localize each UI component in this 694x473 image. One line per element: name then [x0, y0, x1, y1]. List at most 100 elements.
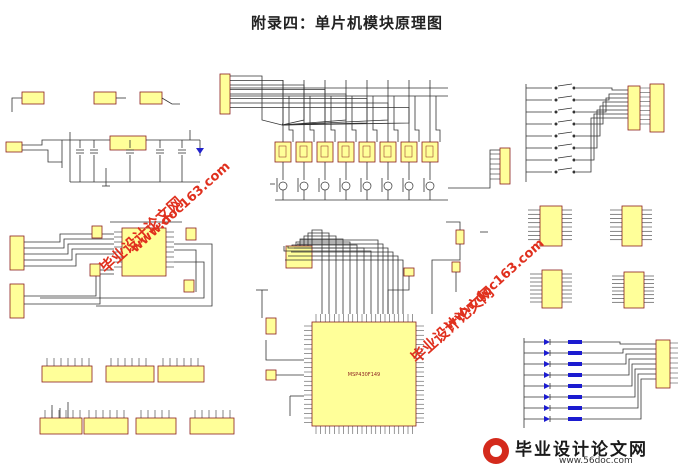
wire: [557, 95, 573, 99]
wire: [414, 96, 420, 142]
wire: [387, 276, 410, 314]
segment-glyph: [341, 145, 350, 158]
connector: [499, 147, 511, 185]
seven-segment-display: [421, 141, 439, 163]
resistor: [568, 351, 582, 355]
crystal: [265, 369, 277, 381]
wire: [300, 239, 379, 314]
capacitor: [185, 227, 197, 241]
wire: [22, 149, 62, 163]
resistor: [451, 261, 461, 273]
wire: [24, 253, 114, 267]
connector: [655, 339, 671, 389]
resistor: [568, 340, 582, 344]
wire: [393, 96, 399, 142]
wire: [435, 96, 441, 142]
wire: [299, 238, 344, 314]
capacitor: [91, 225, 103, 239]
wire: [576, 97, 628, 113]
wire: [283, 246, 372, 314]
wire: [288, 96, 294, 142]
switch-contact: [554, 98, 558, 102]
wire: [230, 84, 305, 126]
ic-chip: [627, 85, 641, 131]
wire: [11, 97, 22, 112]
wire: [582, 348, 656, 354]
mcu-label: MSP430F149: [348, 372, 380, 378]
seven-segment-display: [358, 141, 376, 163]
segment-glyph: [383, 145, 392, 158]
led-icon: [544, 339, 550, 345]
switch-contact: [554, 86, 558, 90]
capacitor: [89, 263, 101, 277]
seven-segment-display: [295, 141, 313, 163]
footer-brand: 毕业设计论文网 www.56doc.com: [481, 435, 686, 469]
power-jack: [5, 141, 23, 153]
brand-logo-icon: [483, 438, 509, 464]
switch-contact: [572, 146, 576, 150]
wire: [557, 143, 573, 147]
transistor: [278, 181, 288, 191]
pin-header: [157, 365, 205, 383]
wire: [557, 119, 573, 123]
segment-glyph: [362, 145, 371, 158]
seven-segment-display: [400, 141, 418, 163]
led-icon: [544, 350, 550, 356]
wire: [557, 131, 573, 135]
wire: [311, 229, 323, 314]
wire: [582, 341, 656, 345]
pin-header: [105, 365, 155, 383]
reset-switch: [455, 229, 465, 245]
transistor: [299, 181, 309, 191]
led-icon: [544, 405, 550, 411]
wire: [576, 93, 628, 101]
footer-brand-url: www.56doc.com: [559, 456, 633, 466]
logic-ic: [623, 271, 645, 309]
led-icon: [544, 361, 550, 367]
wire: [285, 259, 404, 314]
switch-contact: [572, 122, 576, 126]
switch-contact: [554, 146, 558, 150]
transistor: [362, 181, 372, 191]
transistor: [425, 181, 435, 191]
seven-segment-display: [337, 141, 355, 163]
wire: [582, 368, 656, 398]
switch-contact: [554, 158, 558, 162]
wire: [576, 87, 628, 91]
switch-contact: [572, 134, 576, 138]
wire: [40, 261, 205, 299]
segment-glyph: [278, 145, 287, 158]
wire: [557, 155, 573, 159]
wire: [576, 113, 628, 161]
wire: [330, 96, 336, 142]
seven-segment-display: [274, 141, 292, 163]
pin-header: [189, 417, 235, 435]
wire: [303, 235, 337, 314]
mcu-chip: [311, 321, 417, 427]
transistor: [341, 181, 351, 191]
wire: [557, 83, 573, 87]
crystal: [403, 267, 415, 277]
logic-ic: [621, 205, 643, 247]
capacitor: [265, 317, 277, 335]
wire: [582, 363, 656, 387]
wire: [576, 109, 628, 149]
segment-glyph: [320, 145, 329, 158]
footer-brand-name: 毕业设计论文网: [515, 440, 648, 460]
logic-ic: [541, 269, 563, 309]
wire: [297, 243, 384, 314]
wire: [24, 238, 114, 249]
switch-contact: [572, 158, 576, 162]
page-title: 附录四：单片机模块原理图: [250, 14, 443, 32]
switch-contact: [572, 170, 576, 174]
resistor: [568, 373, 582, 377]
power-led-icon: [196, 148, 204, 154]
wire: [291, 251, 394, 314]
resistor: [568, 384, 582, 388]
switch-contact: [554, 122, 558, 126]
voltage-regulator: [109, 135, 147, 151]
wire: [24, 269, 114, 297]
jtag-header: [285, 245, 313, 269]
transistor: [320, 181, 330, 191]
resistor: [568, 362, 582, 366]
